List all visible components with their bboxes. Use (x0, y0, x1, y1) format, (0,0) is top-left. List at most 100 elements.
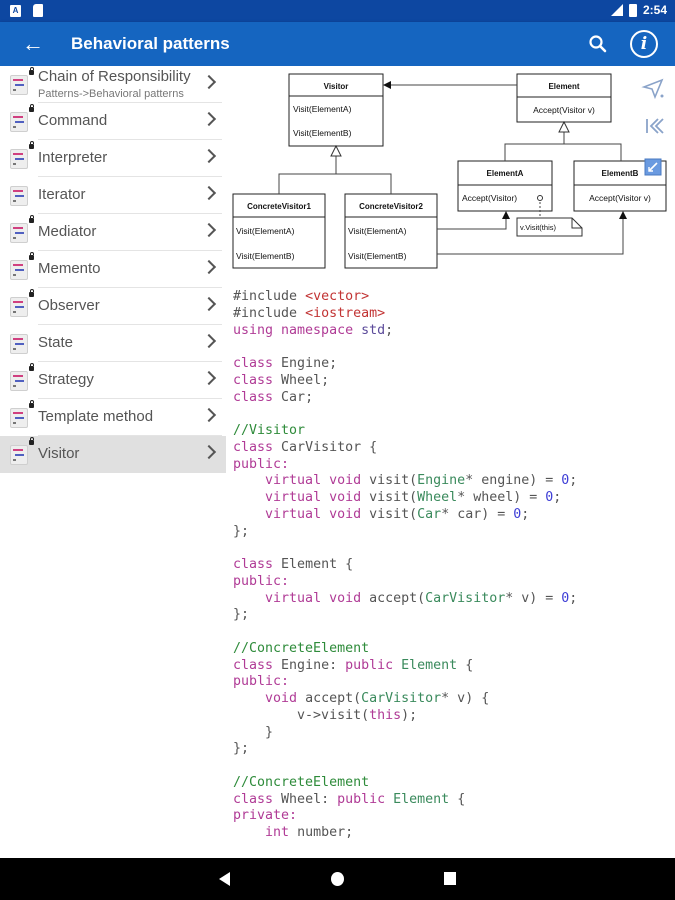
search-button[interactable] (585, 31, 611, 57)
code-token: Element (401, 657, 458, 673)
code-token: private: (233, 808, 298, 824)
uml-visitor-name: Visitor (324, 82, 349, 91)
divider (38, 102, 222, 103)
divider (38, 176, 222, 177)
send-icon (641, 78, 664, 100)
code-token: 0 (545, 490, 554, 505)
list-item-label: Interpreter (38, 149, 108, 166)
code-token: 0 (513, 506, 522, 522)
uml-method: Accept(Visitor v) (589, 193, 651, 203)
lock-icon (29, 437, 34, 445)
lock-icon (29, 141, 34, 149)
code-line: }; (233, 524, 577, 541)
code-token: * car) = (441, 506, 514, 522)
code-token: * v) { (441, 691, 490, 706)
uml-method: Visit(ElementA) (293, 104, 352, 114)
code-token: number; (297, 825, 354, 840)
uml-class-concrete-visitor-2 (344, 193, 438, 269)
chevron-right-icon (201, 148, 217, 164)
chevron-right-icon (201, 185, 217, 201)
signal-icon (610, 4, 623, 16)
code-token: * wheel) = (457, 490, 546, 505)
send-button[interactable] (640, 76, 668, 100)
divider (38, 287, 222, 288)
uml-method: Visit(ElementB) (293, 128, 352, 138)
list-item[interactable]: Memento (0, 251, 226, 288)
code-token: class (233, 372, 282, 388)
nav-home-icon[interactable] (331, 872, 344, 886)
code-token: virtual void (265, 490, 370, 505)
code-line (233, 406, 577, 423)
code-token: }; (233, 607, 250, 623)
code-token: visit( (369, 506, 418, 522)
list-item-subtitle: Patterns->Behavioral patterns (38, 88, 184, 100)
code-token: class (233, 356, 282, 371)
code-token: //Visitor (233, 423, 306, 438)
code-token: 0 (561, 590, 570, 606)
code-file-icon (10, 149, 28, 169)
content-pane: Visitor Visit(ElementA) Visit(ElementB) … (226, 66, 675, 858)
first-page-button[interactable] (640, 114, 668, 138)
code-token: Engine; (281, 356, 338, 371)
list-item[interactable]: Observer (0, 288, 226, 325)
code-file-icon (10, 223, 28, 243)
expand-button[interactable] (640, 156, 668, 180)
nav-back-icon[interactable] (219, 872, 230, 886)
list-item[interactable]: State (0, 325, 226, 362)
code-line: }; (233, 741, 577, 758)
code-token: CarVisitor (425, 590, 506, 606)
uml-class-element (516, 73, 612, 123)
uml-method: Visit(ElementA) (348, 226, 407, 236)
list-item[interactable]: Template method (0, 399, 226, 436)
code-line: class Engine; (233, 356, 577, 373)
list-item-label: Mediator (38, 223, 97, 240)
list-item-label: Strategy (38, 371, 94, 388)
code-line: public: (233, 574, 577, 591)
list-item[interactable]: Iterator (0, 177, 226, 214)
list-item[interactable]: Mediator (0, 214, 226, 251)
divider (38, 435, 222, 436)
back-arrow-icon[interactable]: ← (22, 31, 44, 56)
code-token: } (233, 724, 274, 740)
uml-method: Visit(ElementA) (236, 226, 295, 236)
status-bar: A 2:54 (0, 0, 675, 22)
code-file-icon (10, 260, 28, 280)
code-token: this (369, 707, 402, 723)
code-line (233, 758, 577, 775)
list-item-label: Iterator (38, 186, 86, 203)
code-token: { (457, 657, 474, 673)
code-line: virtual void accept(CarVisitor* v) = 0; (233, 591, 577, 608)
code-file-icon (10, 186, 28, 206)
uml-class-visitor (288, 73, 384, 147)
code-line: virtual void visit(Car* car) = 0; (233, 507, 577, 524)
code-token: std (361, 322, 386, 338)
list-item[interactable]: Interpreter (0, 140, 226, 177)
nav-recents-icon[interactable] (444, 872, 456, 885)
code-token: class (233, 657, 282, 673)
info-icon[interactable]: i (630, 30, 658, 58)
list-item-label: Visitor (38, 445, 80, 462)
code-file-icon (10, 408, 28, 428)
navigation-bar (0, 858, 675, 900)
code-token: public (345, 657, 402, 673)
code-token: v->visit( (233, 707, 370, 723)
list-item[interactable]: Strategy (0, 362, 226, 399)
list-item[interactable]: Command (0, 103, 226, 140)
uml-diagram: Visitor Visit(ElementA) Visit(ElementB) … (232, 73, 667, 269)
list-item[interactable]: Visitor (0, 436, 226, 473)
code-token: #include (233, 289, 306, 304)
code-token: ); (401, 707, 418, 723)
code-line: public: (233, 457, 577, 474)
lock-icon (29, 252, 34, 260)
chevron-right-icon (201, 111, 217, 127)
code-token (233, 473, 265, 488)
uml-class-element-a (457, 160, 553, 212)
list-item-label: Memento (38, 260, 101, 277)
code-file-icon (10, 445, 28, 465)
code-token: virtual void (265, 506, 370, 522)
search-icon (589, 35, 607, 53)
code-line: class Element { (233, 557, 577, 574)
code-token: class (233, 557, 282, 572)
code-token: Wheel; (281, 372, 330, 388)
